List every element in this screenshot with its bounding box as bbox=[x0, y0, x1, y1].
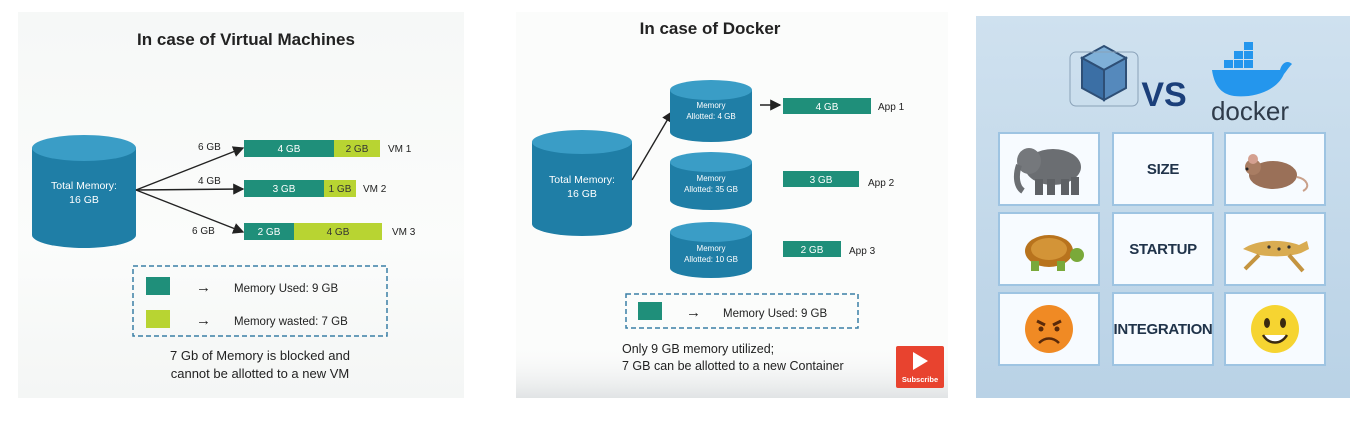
subscribe-button[interactable]: Subscribe bbox=[896, 346, 944, 388]
play-icon: Subscribe bbox=[902, 352, 938, 384]
legend-wasted-swatch bbox=[146, 310, 170, 328]
docker-diagram: In case of Docker Total Memory: 16 GB Me… bbox=[516, 19, 948, 398]
mouse-icon bbox=[1245, 154, 1309, 192]
vm-footer-line2: cannot be allotted to a new VM bbox=[171, 366, 350, 381]
integration-left-cell bbox=[998, 292, 1100, 366]
docker-legend: → Memory Used: 9 GB bbox=[625, 293, 859, 329]
integration-label: INTEGRATION bbox=[1113, 320, 1213, 338]
docker-footer-line1: Only 9 GB memory utilized; bbox=[622, 342, 774, 356]
legend-used-label: Memory Used: 9 GB bbox=[234, 283, 338, 295]
app-bar-label: 3 GB bbox=[810, 175, 833, 186]
total-memory-value: 16 GB bbox=[69, 194, 99, 206]
vm-footer-line1: 7 Gb of Memory is blocked and bbox=[170, 348, 350, 363]
cheetah-icon bbox=[1243, 240, 1309, 273]
app-label: App 3 bbox=[849, 246, 876, 257]
alloc-label: 6 GB bbox=[198, 142, 221, 153]
size-right-cell bbox=[1224, 132, 1326, 206]
docker-wordmark: docker bbox=[1211, 96, 1289, 126]
arrow-to-container1 bbox=[631, 110, 673, 181]
size-cell: SIZE bbox=[1112, 132, 1214, 206]
used-label: 2 GB bbox=[258, 227, 281, 238]
used-bar bbox=[244, 180, 324, 197]
comparison-panel: VS docker SIZE bbox=[976, 16, 1350, 398]
legend-arrow: → bbox=[196, 312, 211, 329]
angry-face-icon bbox=[1025, 305, 1073, 353]
wasted-label: 4 GB bbox=[327, 227, 350, 238]
app-label: App 2 bbox=[868, 178, 895, 189]
startup-cell: STARTUP bbox=[1112, 212, 1214, 286]
arrow-vm1 bbox=[135, 146, 245, 191]
app-bar-label: 4 GB bbox=[816, 102, 839, 113]
elephant-icon bbox=[1013, 148, 1081, 195]
vm-label: VM 3 bbox=[392, 227, 416, 238]
total-memory-value: 16 GB bbox=[567, 188, 597, 200]
wasted-bar bbox=[294, 223, 382, 240]
app-bar bbox=[783, 98, 871, 114]
used-label: 3 GB bbox=[273, 184, 296, 195]
container-label: Memory bbox=[697, 174, 726, 183]
vs-label: VS bbox=[1141, 76, 1186, 114]
total-memory-cylinder: Total Memory: 16 GB bbox=[32, 135, 136, 248]
size-left-cell bbox=[998, 132, 1100, 206]
arrow-vm2 bbox=[135, 183, 245, 195]
smiley-face-icon bbox=[1251, 305, 1299, 353]
integration-right-cell bbox=[1224, 292, 1326, 366]
wasted-label: 2 GB bbox=[346, 144, 369, 155]
alloc-label: 6 GB bbox=[192, 226, 215, 237]
app-bar-label: 2 GB bbox=[801, 245, 824, 256]
startup-label: STARTUP bbox=[1129, 240, 1197, 258]
app-bar bbox=[783, 241, 841, 257]
docker-title: In case of Docker bbox=[640, 19, 781, 38]
legend-arrow: → bbox=[196, 279, 211, 296]
docker-panel: In case of Docker Total Memory: 16 GB Me… bbox=[516, 12, 948, 398]
legend-arrow: → bbox=[686, 304, 701, 321]
legend-wasted-label: Memory wasted: 7 GB bbox=[234, 316, 348, 328]
used-label: 4 GB bbox=[278, 144, 301, 155]
used-bar bbox=[244, 140, 334, 157]
legend-used-swatch bbox=[146, 277, 170, 295]
vm-title: In case of Virtual Machines bbox=[137, 30, 355, 49]
vm-diagram: In case of Virtual Machines Total Memory… bbox=[32, 30, 416, 381]
app-bar bbox=[783, 171, 859, 187]
container-cylinder: Memory Allotted: 4 GB bbox=[670, 80, 752, 142]
app-label: App 1 bbox=[878, 102, 905, 113]
wasted-label: 1 GB bbox=[329, 184, 352, 195]
legend-used-label: Memory Used: 9 GB bbox=[723, 308, 827, 320]
container-label: Memory bbox=[697, 244, 726, 253]
arrow-vm3 bbox=[135, 189, 245, 234]
comparison-header: VS docker bbox=[1069, 42, 1292, 126]
container-allotted: Allotted: 4 GB bbox=[686, 112, 735, 121]
used-bar bbox=[244, 223, 294, 240]
subscribe-label: Subscribe bbox=[902, 375, 938, 384]
wasted-bar bbox=[324, 180, 356, 197]
turtle-icon bbox=[1025, 235, 1084, 271]
alloc-label: 4 GB bbox=[198, 176, 221, 187]
container-allotted: Allotted: 35 GB bbox=[684, 185, 738, 194]
wasted-bar bbox=[334, 140, 380, 157]
integration-cell: INTEGRATION bbox=[1112, 292, 1214, 366]
container-label: Memory bbox=[697, 101, 726, 110]
size-label: SIZE bbox=[1146, 160, 1180, 178]
vm-legend: → Memory Used: 9 GB → Memory wasted: 7 G… bbox=[132, 265, 388, 337]
container-cylinder: Memory Allotted: 10 GB bbox=[670, 222, 752, 278]
container-cylinder: Memory Allotted: 35 GB bbox=[670, 152, 752, 210]
vm-label: VM 1 bbox=[388, 144, 412, 155]
docker-footer-line2: 7 GB can be allotted to a new Container bbox=[622, 359, 844, 373]
docker-whale-icon bbox=[1212, 42, 1292, 97]
total-memory-label: Total Memory: bbox=[51, 180, 117, 192]
startup-right-cell bbox=[1224, 212, 1326, 286]
vm-panel: In case of Virtual Machines Total Memory… bbox=[18, 12, 464, 398]
startup-left-cell bbox=[998, 212, 1100, 286]
legend-used-swatch bbox=[638, 302, 662, 320]
total-memory-label: Total Memory: bbox=[549, 174, 615, 186]
container-allotted: Allotted: 10 GB bbox=[684, 255, 738, 264]
total-memory-cylinder: Total Memory: 16 GB bbox=[532, 130, 632, 236]
virtualbox-icon bbox=[1069, 44, 1139, 107]
vm-label: VM 2 bbox=[363, 184, 387, 195]
